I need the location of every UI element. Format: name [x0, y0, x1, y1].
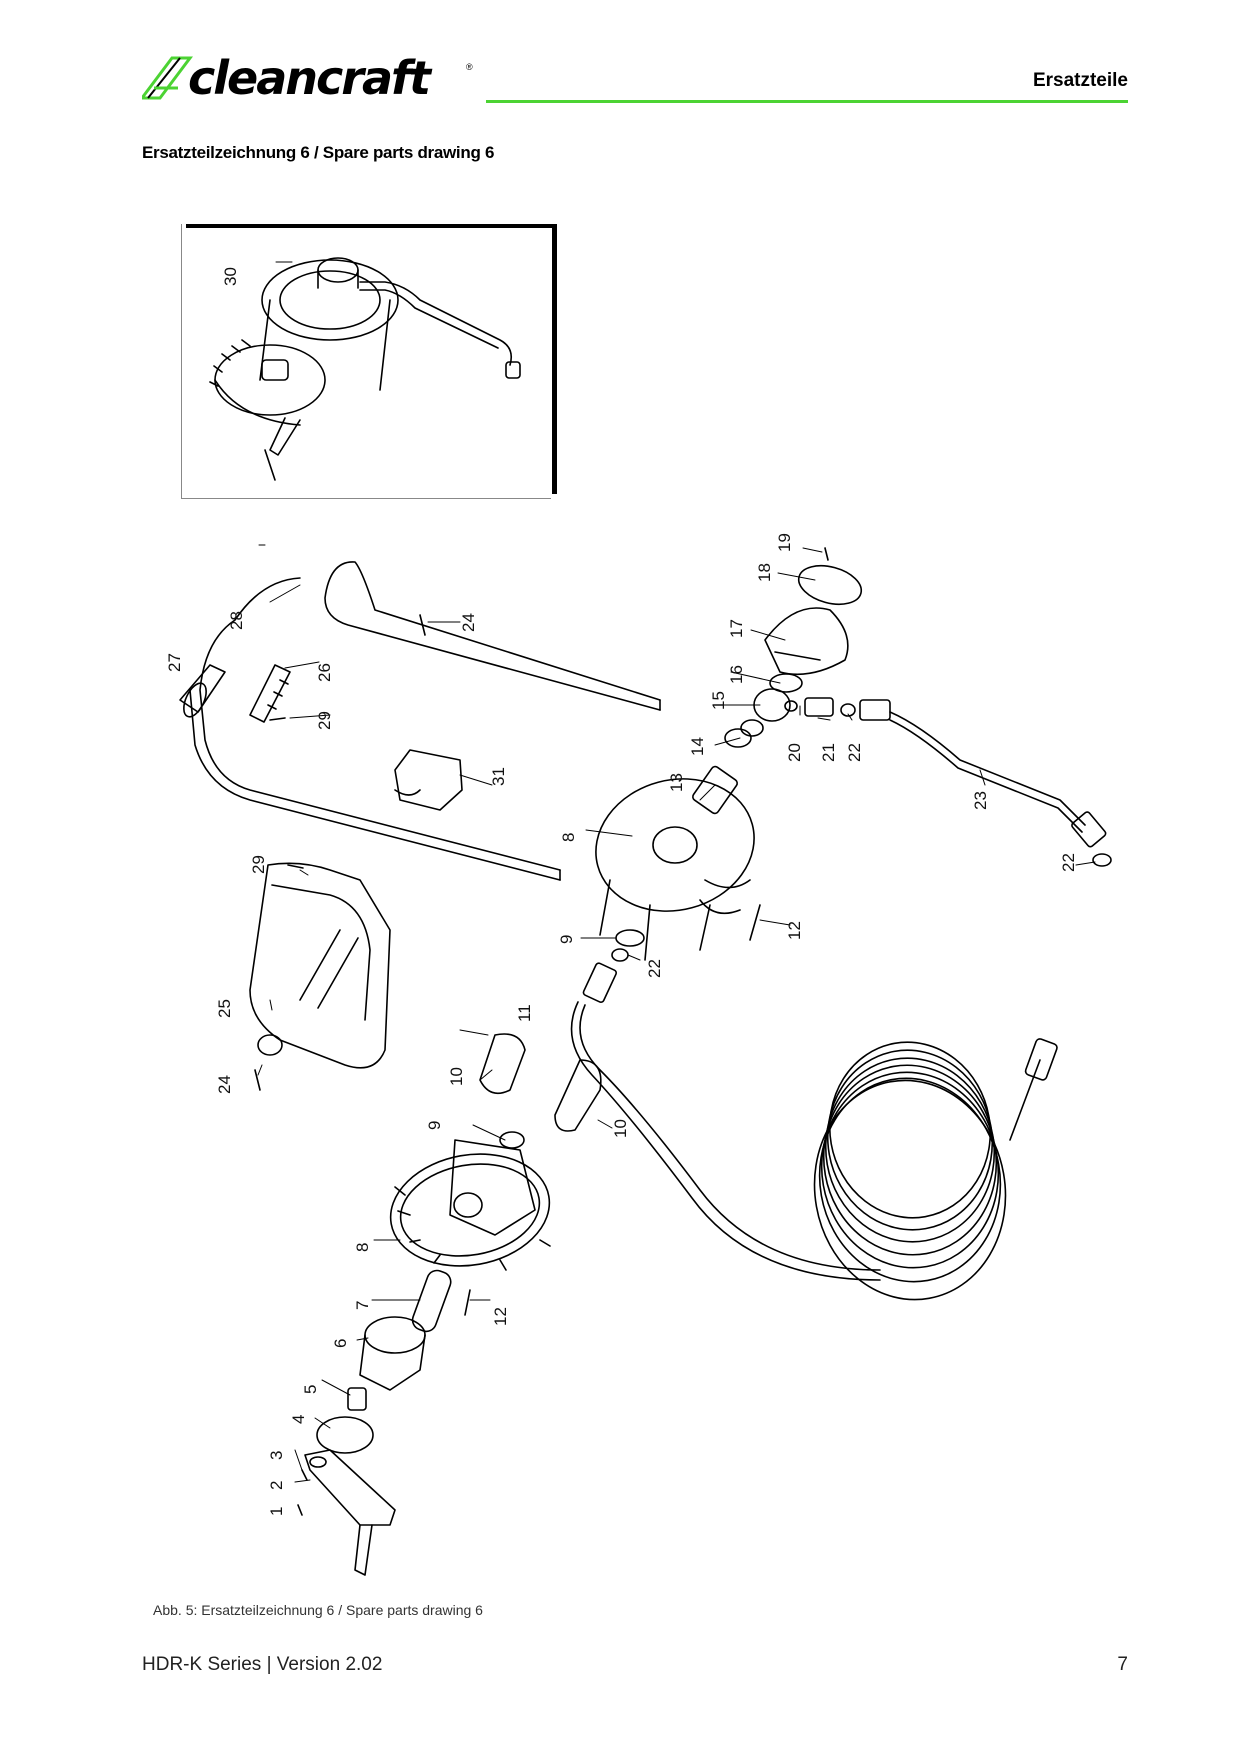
part-label-18: 18 [755, 563, 774, 582]
part-label-5: 5 [301, 1385, 320, 1394]
swivel-assembly [692, 547, 891, 815]
part-label-4: 4 [289, 1415, 308, 1424]
part-label-26: 26 [315, 663, 334, 682]
frame-handle-bar [189, 561, 661, 881]
part-label-22a: 22 [845, 743, 864, 762]
part-label-12b: 12 [491, 1307, 510, 1326]
clip-10-right [554, 1059, 602, 1132]
screw-29-upper [269, 717, 286, 721]
part-label-7: 7 [353, 1301, 372, 1310]
clip-10-left [479, 1033, 526, 1095]
part-label-27: 27 [165, 653, 184, 672]
part-label-3: 3 [267, 1451, 286, 1460]
part-label-6: 6 [331, 1339, 350, 1348]
part-label-19: 19 [775, 533, 794, 552]
bushing-5 [347, 1387, 367, 1411]
crank-2 [304, 1449, 396, 1576]
part-label-14: 14 [688, 737, 707, 756]
part-label-29a: 29 [315, 711, 334, 730]
ring-22-lower [611, 948, 629, 962]
grip-26 [249, 664, 291, 723]
hose-coil [570, 962, 1058, 1301]
clamp-31 [394, 749, 463, 811]
hub-lower-8 [389, 1139, 551, 1271]
part-label-9b: 9 [425, 1121, 444, 1130]
washer-4 [316, 1416, 374, 1454]
part-label-16: 16 [727, 665, 746, 684]
housing-25 [249, 862, 391, 1069]
part-label-15: 15 [709, 691, 728, 710]
screw-24-lower [254, 1069, 261, 1091]
section-title: Ersatzteile [1032, 70, 1128, 91]
registered-mark: ® [466, 62, 473, 72]
part-label-17: 17 [727, 619, 746, 638]
inset-assembled-reel [209, 257, 521, 481]
screw-12-lower [464, 1289, 471, 1316]
part-label-30: 30 [221, 267, 240, 286]
part-label-22b: 22 [1059, 853, 1078, 872]
screw-24-upper [419, 614, 426, 636]
inset-frame-top-shadow [186, 224, 556, 228]
part-label-11: 11 [515, 1004, 534, 1022]
screw-3 [301, 1469, 308, 1481]
part-label-2: 2 [267, 1481, 286, 1490]
screw-12-upper [749, 904, 761, 941]
part-label-13: 13 [667, 773, 686, 792]
grip-27 [179, 664, 226, 718]
shaft-7 [411, 1269, 452, 1333]
footer-document-version: HDR-K Series | Version 2.02 [142, 1654, 383, 1675]
part-label-24a: 24 [459, 613, 478, 632]
screw-29-lower [287, 864, 304, 869]
part-label-9a: 9 [557, 935, 576, 944]
bearing-6 [359, 1316, 426, 1391]
drawing-title: Ersatzteilzeichnung 6 / Spare parts draw… [142, 143, 495, 162]
screw-1 [297, 1504, 303, 1516]
ring-9-lower [499, 1131, 525, 1149]
part-label-8a: 8 [559, 833, 578, 842]
part-label-24b: 24 [215, 1075, 234, 1094]
hub-upper-8 [595, 778, 755, 961]
inset-frame-right-shadow [552, 224, 557, 494]
brand-logo-mark [139, 52, 482, 104]
inset-frame [181, 224, 551, 499]
part-label-28: 28 [227, 611, 246, 630]
ring-9-upper [615, 929, 645, 947]
part-label-23: 23 [971, 791, 990, 810]
part-label-10b: 10 [611, 1119, 630, 1138]
part-label-25: 25 [215, 999, 234, 1018]
part-label-20: 20 [785, 743, 804, 762]
hose-23 [889, 711, 1112, 867]
footer-page-number: 7 [1117, 1654, 1128, 1675]
part-label-10a: 10 [447, 1067, 466, 1086]
header-rule [486, 100, 1128, 103]
part-label-8b: 8 [353, 1243, 372, 1252]
part-label-22c: 22 [645, 959, 664, 978]
part-label-1: 1 [267, 1507, 286, 1516]
part-label-31: 31 [489, 767, 508, 786]
part-number-labels: 30 19 18 17 16 15 14 13 20 21 22 23 22 2… [165, 267, 1078, 1516]
part-label-12a: 12 [785, 921, 804, 940]
figure-caption: Abb. 5: Ersatzteilzeichnung 6 / Spare pa… [153, 1602, 483, 1618]
brand-name: cleancraft [188, 51, 431, 105]
part-label-21: 21 [819, 743, 838, 762]
part-label-29b: 29 [249, 855, 268, 874]
